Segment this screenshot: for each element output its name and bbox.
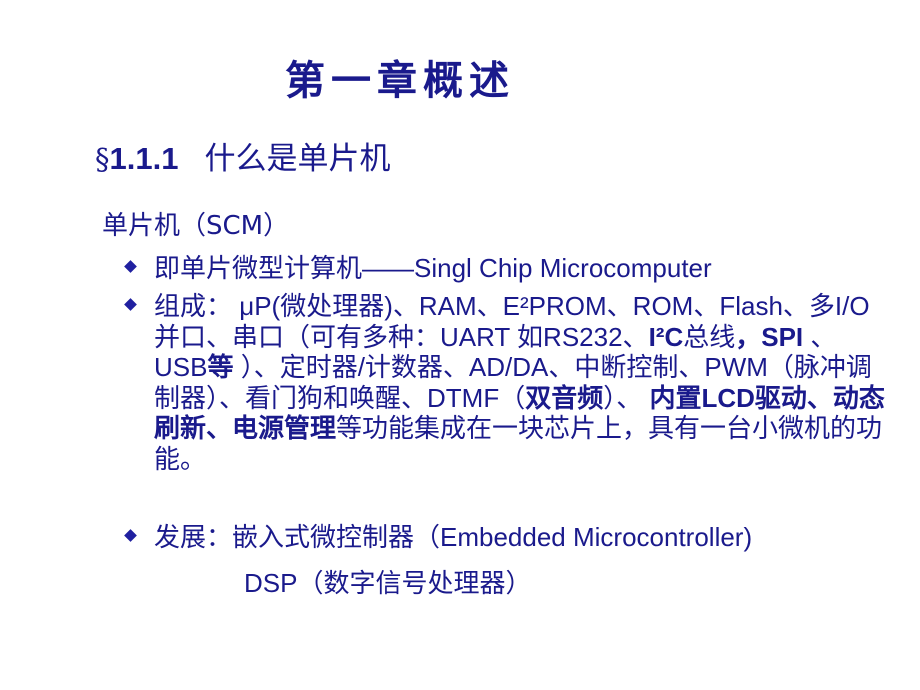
text-segment: ）、	[603, 382, 643, 413]
slide-title: 第一章概述	[285, 57, 515, 104]
text-segment-bold: I²C	[648, 321, 684, 352]
text-segment: 组成： μP(	[154, 291, 281, 321]
section-number: 1.1.1	[109, 141, 179, 176]
text-segment: ）、定时器/计数器、AD/DA、中断控制、PWM（脉冲调制器）、看门狗和唤醒、D…	[154, 352, 872, 413]
sub-line-dsp: DSP（数字信号处理器）	[244, 568, 532, 598]
text-segment: 、USB	[154, 321, 837, 383]
bullet-item-development: 发展：嵌入式微控制器（Embedded Microcontroller)	[124, 522, 886, 553]
text-segment-bold: ，SPI	[735, 321, 811, 352]
lead-line: 单片机（SCM）	[102, 211, 290, 241]
diamond-bullet-icon	[124, 260, 137, 273]
section-heading: §1.1.1 什么是单片机	[95, 133, 390, 178]
bullet-text: 发展：嵌入式微控制器（Embedded Microcontroller)	[154, 522, 753, 552]
bullet-item-definition: 即单片微型计算机——Singl Chip Microcomputer	[124, 253, 886, 284]
text-segment-bold: 双音频	[525, 382, 604, 413]
text-segment: 总线	[683, 321, 736, 352]
text-segment: 等功能集成在一块芯片上，具有一台小微机的功能。	[154, 413, 883, 474]
diamond-bullet-icon	[124, 529, 137, 542]
diamond-bullet-icon	[124, 298, 137, 311]
bullet-item-composition: 组成： μP(微处理器)、RAM、E²PROM、ROM、Flash、多I/O并口…	[124, 291, 886, 474]
bullet-text: 组成： μP(微处理器)、RAM、E²PROM、ROM、Flash、多I/O并口…	[154, 291, 886, 474]
text-segment-bold: 等	[207, 352, 234, 382]
section-title: 什么是单片机	[204, 141, 391, 177]
section-symbol: §	[95, 142, 110, 176]
bullet-text: 即单片微型计算机——Singl Chip Microcomputer	[154, 253, 712, 283]
text-segment-bold: 内置LCD驱动、动态刷新、电源管理	[154, 382, 885, 444]
text-segment: 微处理器	[280, 291, 385, 321]
text-segment: )、RAM、E²PROM、ROM、Flash、多I/O并口、串口（可有多种：UA…	[154, 291, 870, 352]
